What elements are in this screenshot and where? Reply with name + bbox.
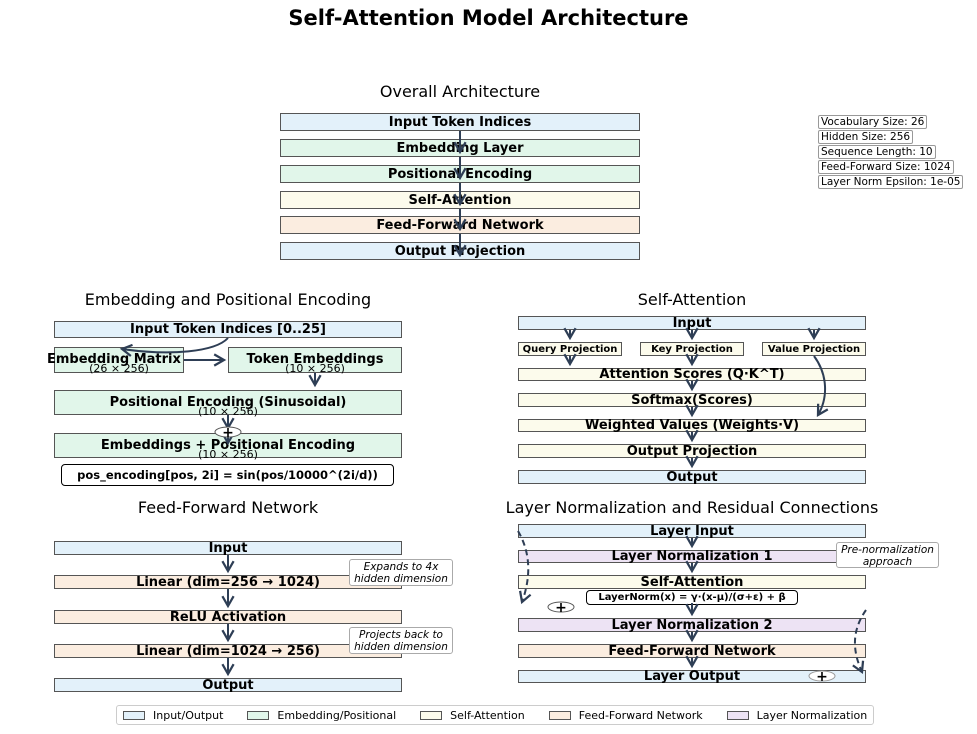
emb-input-box: Input Token Indices [0..25] (54, 321, 402, 338)
overall-input-box: Input Token Indices (280, 113, 640, 131)
legend-item-attention: Self-Attention (420, 709, 525, 722)
config-info: Vocabulary Size: 26 Hidden Size: 256 Seq… (818, 115, 964, 190)
figure-title: Self-Attention Model Architecture (288, 6, 689, 30)
legend-swatch-embedding (247, 710, 270, 720)
config-vocab: Vocabulary Size: 26 (818, 115, 928, 129)
legend-swatch-layernorm (726, 710, 749, 720)
pos-enc-box: Positional Encoding (Sinusoidal) (54, 390, 402, 415)
layernorm-title: Layer Normalization and Residual Connect… (505, 498, 879, 517)
legend-label-io: Input/Output (153, 708, 224, 722)
ffn-linear1-box: Linear (dim=256 → 1024) (54, 575, 402, 590)
config-eps: Layer Norm Epsilon: 1e-05 (818, 175, 964, 189)
ffn-title: Feed-Forward Network (137, 498, 319, 517)
prenorm-note: Pre-normalization approach (836, 542, 939, 568)
att-output-box: Output (518, 470, 866, 485)
ffn-note-expand-line1: Expands to 4x (363, 561, 439, 573)
relu-box: ReLU Activation (54, 610, 402, 625)
prenorm-note-line1: Pre-normalization (841, 544, 934, 556)
ln-plus-symbol-left: + (555, 600, 567, 616)
legend-label-embedding: Embedding/Positional (277, 708, 397, 722)
legend-item-embedding: Embedding/Positional (247, 709, 396, 722)
prenorm-note-line2: approach (862, 556, 913, 568)
token-emb-dim: (10 × 256) (285, 362, 345, 375)
ffn-note-expand-line2: hidden dimension (354, 573, 448, 585)
ln-plus-circle-left: + (547, 600, 575, 616)
ffn-note-project: Projects back to hidden dimension (349, 627, 453, 654)
ffn-note-project-line1: Projects back to (359, 629, 443, 641)
legend: Input/Output Embedding/Positional Self-A… (116, 705, 874, 725)
ln-plus-circle-right: + (808, 669, 836, 685)
ln-output-box: Layer Output (518, 669, 866, 684)
emb-matrix-dim: (26 × 256) (89, 362, 149, 375)
embedding-title: Embedding and Positional Encoding (84, 290, 372, 309)
emb-input-to-matrix-arrow (119, 337, 229, 357)
legend-item-layernorm: Layer Normalization (726, 708, 868, 722)
value-to-weighted-arrow (813, 355, 829, 417)
config-hidden: Hidden Size: 256 (818, 130, 914, 144)
ffn-output-box: Output (54, 678, 402, 693)
legend-item-ffn: Feed-Forward Network (548, 708, 703, 722)
ln-plus-symbol-right: + (816, 669, 828, 685)
legend-swatch-ffn (548, 710, 571, 720)
attention-title: Self-Attention (637, 290, 747, 309)
config-seq: Sequence Length: 10 (818, 145, 936, 159)
legend-item-io: Input/Output (123, 709, 223, 722)
att-output-proj-box: Output Projection (518, 444, 866, 459)
att-scores-box: Attention Scores (Q·K^T) (518, 367, 866, 382)
legend-swatch-io (123, 710, 145, 720)
ffn-input-box: Input (54, 541, 402, 556)
residual-arrow-right (852, 609, 867, 675)
emb-matrix-label: Embedding Matrix (47, 352, 181, 367)
ffn-note-project-line2: hidden dimension (354, 641, 448, 653)
ln-self-attention-box: Self-Attention (518, 575, 866, 590)
legend-swatch-attention (420, 710, 443, 720)
legend-label-ffn: Feed-Forward Network (578, 708, 703, 722)
token-emb-box: Token Embeddings (228, 347, 402, 373)
pos-enc-dim: (10 × 256) (198, 405, 258, 418)
legend-label-layernorm: Layer Normalization (756, 708, 868, 722)
emb-plus-circle: + (214, 425, 242, 441)
overall-title: Overall Architecture (379, 82, 541, 101)
pos-enc-formula: pos_encoding[pos, 2i] = sin(pos/10000^(2… (61, 464, 394, 486)
ffn-note-expand: Expands to 4x hidden dimension (349, 559, 453, 586)
emb-sum-dim: (10 × 256) (198, 448, 258, 461)
config-ff: Feed-Forward Size: 1024 (818, 160, 954, 174)
residual-arrow-left (517, 530, 532, 605)
legend-label-attention: Self-Attention (450, 708, 525, 722)
emb-plus-symbol: + (222, 425, 234, 441)
value-proj-box: Value Projection (762, 342, 866, 356)
emb-matrix-box: Embedding Matrix (47, 347, 184, 373)
